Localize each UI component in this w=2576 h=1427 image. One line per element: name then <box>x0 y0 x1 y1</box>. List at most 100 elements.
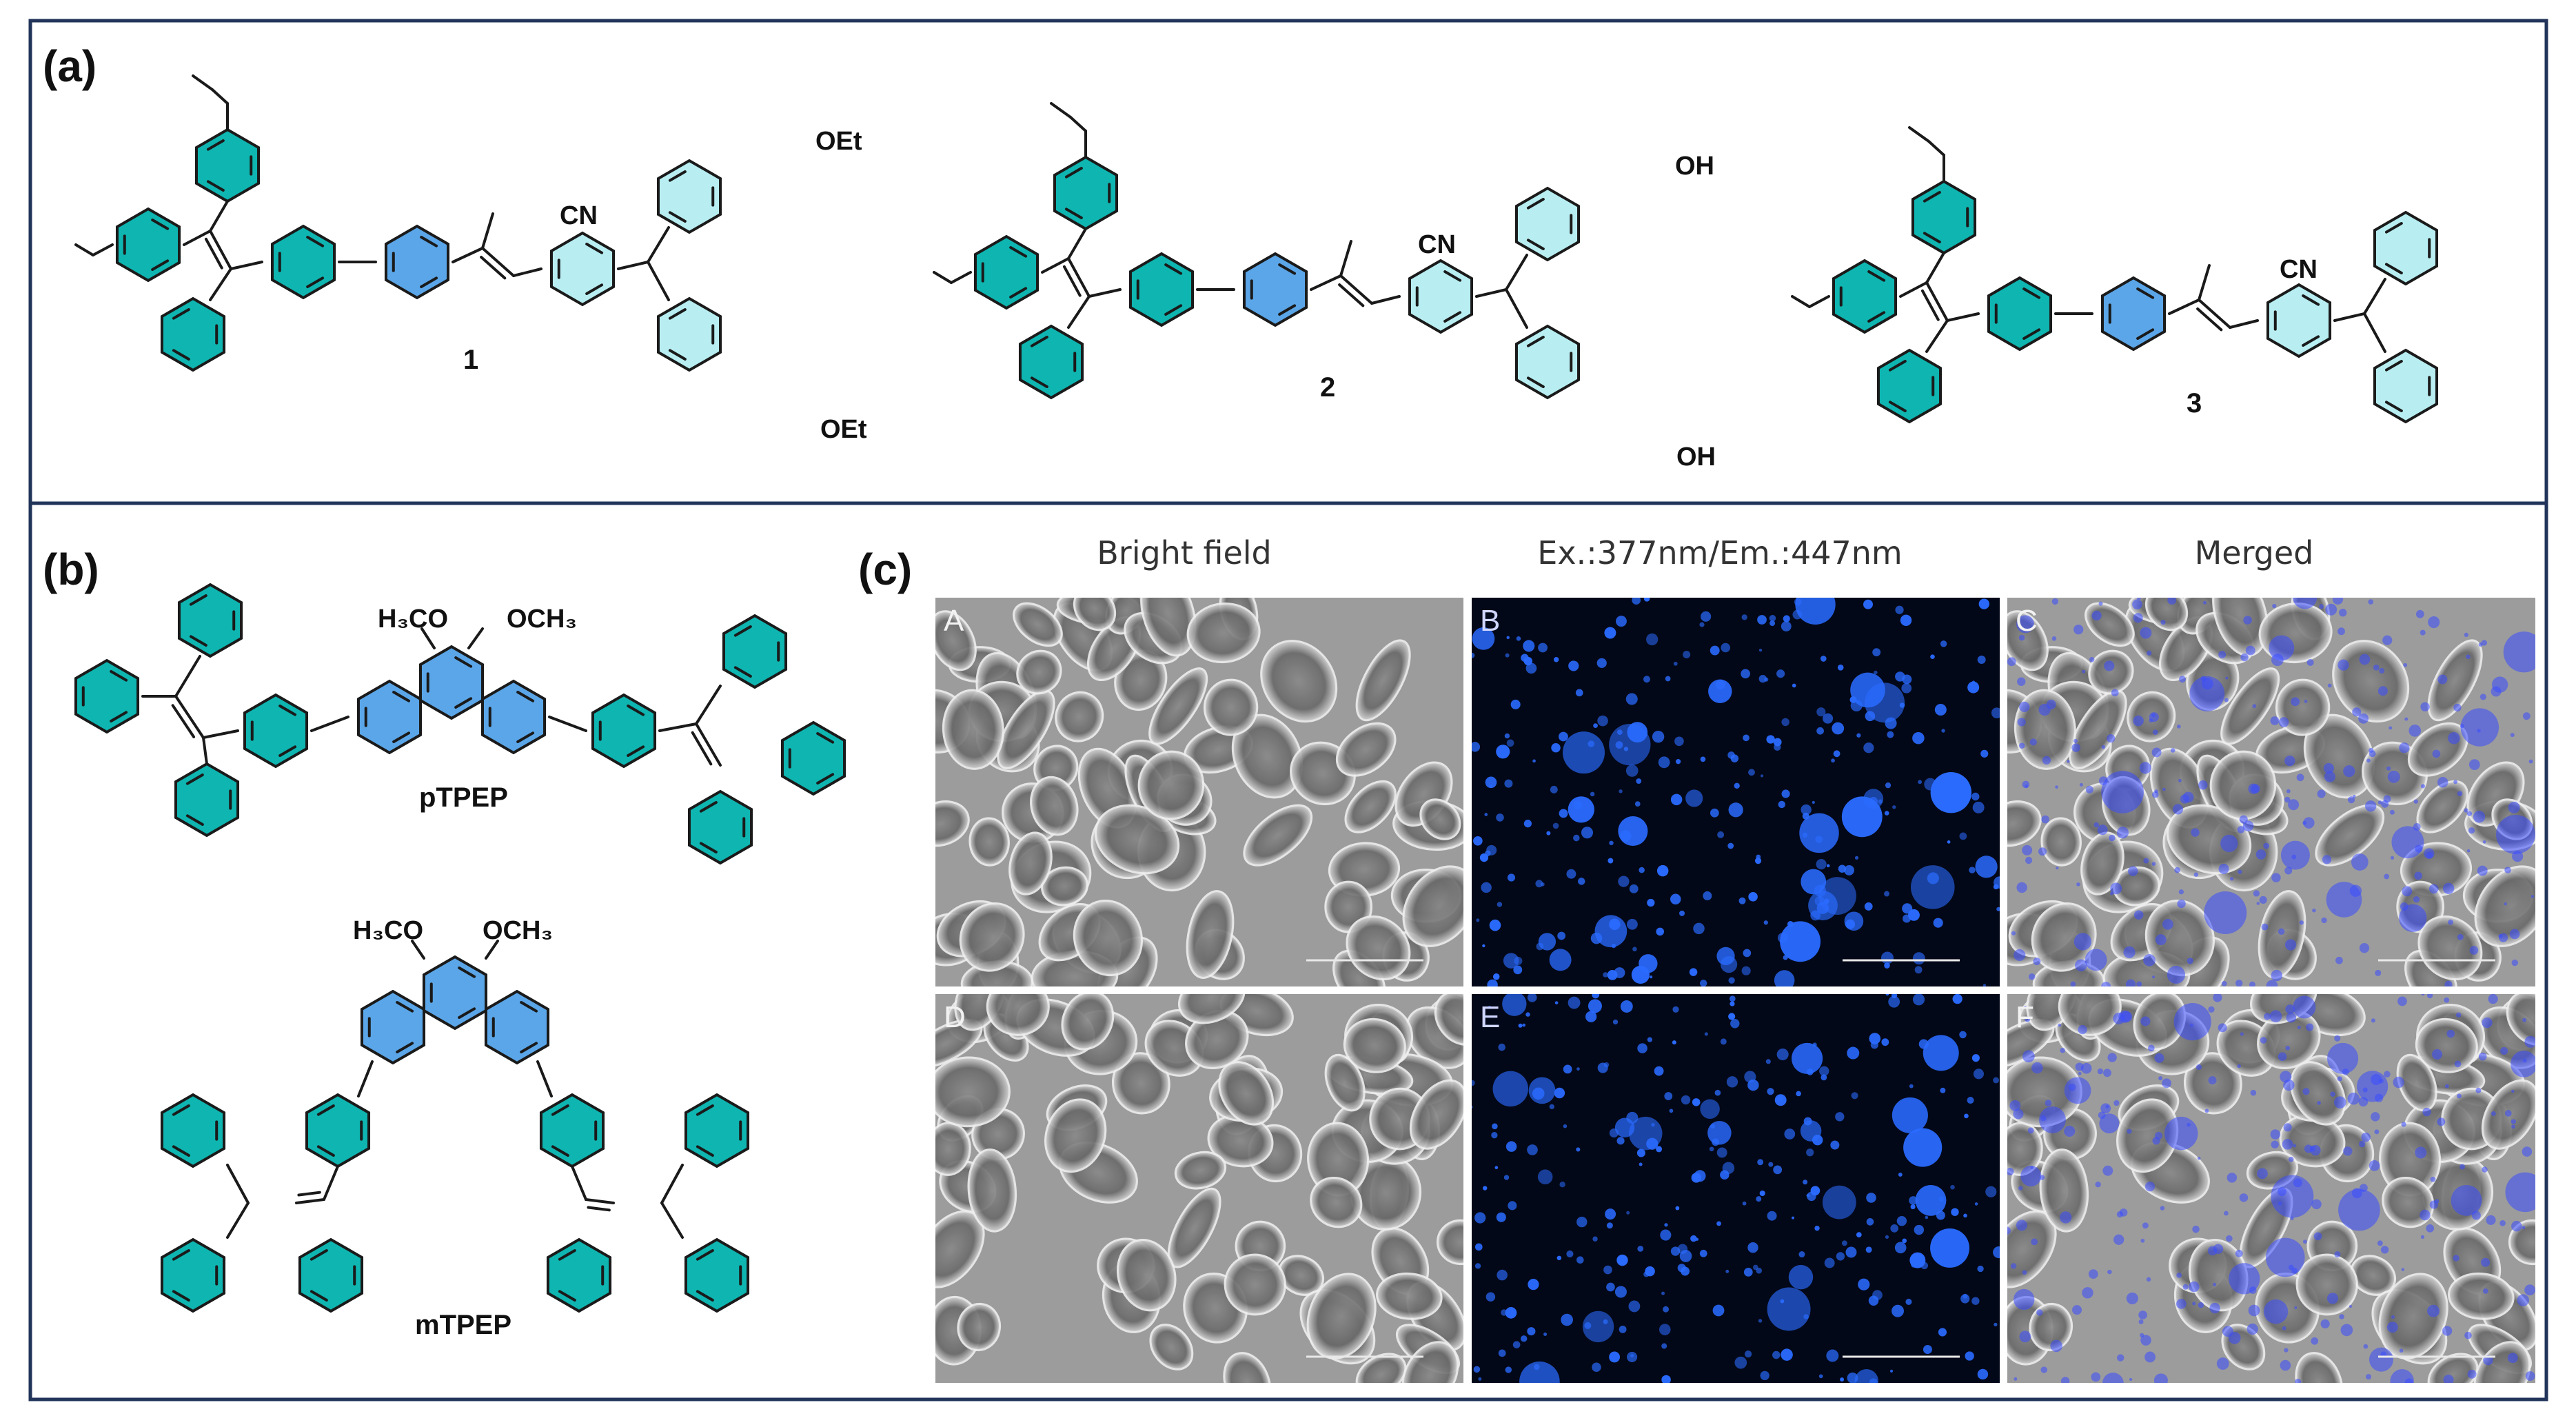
fluor-spot <box>2311 1199 2322 1210</box>
cell <box>1186 602 1261 664</box>
fluor-spot <box>2218 1023 2227 1033</box>
fluor-spot <box>2391 1315 2395 1319</box>
fluor-spot <box>1792 1216 1795 1219</box>
fluor-spot <box>2269 1010 2282 1023</box>
fluor-spot <box>2146 1277 2151 1282</box>
ring-double-bond <box>206 180 225 192</box>
fluor-spot <box>1710 808 1719 818</box>
fluor-spot <box>2127 1129 2132 1134</box>
fluor-spot <box>1619 1325 1627 1333</box>
fluor-spot <box>2340 1324 2353 1337</box>
fluor-spot <box>2224 698 2229 702</box>
fluor-spot <box>1744 1071 1756 1083</box>
fluor-spot <box>1881 1038 1889 1046</box>
ring-double-bond <box>1009 287 1028 298</box>
fluor-spot <box>2133 910 2144 920</box>
fluor-spot <box>1863 599 1873 609</box>
tile-content <box>934 596 1465 988</box>
fluor-spot <box>1792 1042 1823 1074</box>
tile-letter: C <box>2016 604 2038 638</box>
fluor-spot <box>2455 1012 2462 1018</box>
fluor-spot <box>2358 713 2369 724</box>
fluor-spot <box>2504 1110 2512 1117</box>
mtpep-methoxy-left: H₃CO <box>353 916 423 945</box>
fluor-spot <box>2110 882 2122 895</box>
fluor-spot <box>2469 946 2479 955</box>
fluor-spot <box>1934 703 1947 716</box>
fluor-spot <box>2337 659 2349 671</box>
fluor-spot <box>1522 1023 1526 1027</box>
benzene-ring <box>1408 259 1474 334</box>
fluor-spot <box>1821 1074 1827 1081</box>
tile-letter: B <box>1480 604 1500 638</box>
fluor-spot <box>2031 1238 2038 1246</box>
fluor-spot <box>1914 966 1923 974</box>
fluor-spot <box>2468 759 2480 770</box>
ring-double-bond <box>396 1001 414 1013</box>
fluor-spot <box>2369 1160 2380 1171</box>
fluor-spot <box>2404 717 2408 721</box>
fluor-spot <box>1596 658 1607 668</box>
fluor-spot <box>1772 1350 1781 1359</box>
cell <box>1434 993 1465 1046</box>
fluor-spot <box>1923 1035 1959 1071</box>
fluor-spot <box>2189 676 2225 711</box>
benzene-ring <box>360 989 426 1065</box>
fluor-spot <box>1549 1104 1554 1110</box>
fluor-spot <box>1654 1066 1664 1076</box>
bond <box>1067 227 1087 260</box>
fluor-spot <box>2198 780 2208 790</box>
fluor-spot <box>1831 758 1835 763</box>
microscopy-tile-f: F <box>2005 991 2538 1386</box>
fluor-spot <box>2491 676 2508 693</box>
fluor-spot <box>1778 800 1785 809</box>
fluor-spot <box>2017 677 2026 686</box>
compound-3-cn-label: CN <box>2280 255 2318 284</box>
bond <box>536 1060 553 1097</box>
fluor-spot <box>1845 1246 1857 1258</box>
fluor-spot <box>2189 1281 2200 1293</box>
fluor-spot <box>2464 632 2468 638</box>
fluor-spot <box>2202 600 2207 605</box>
fluor-spot <box>2467 1369 2477 1379</box>
ring-double-bond <box>420 236 438 247</box>
fluor-spot <box>1566 1250 1574 1258</box>
fluor-spot <box>1637 1246 1644 1252</box>
fluor-spot <box>1918 780 1923 785</box>
fluor-spot <box>2369 1347 2393 1372</box>
fluor-spot <box>1865 1246 1872 1253</box>
fluor-spot <box>1614 1286 1627 1298</box>
fluor-spot <box>2339 1314 2344 1319</box>
fluor-spot <box>1816 727 1824 735</box>
fluor-spot <box>1566 869 1576 879</box>
fluor-spot <box>1951 1208 1959 1216</box>
fluor-spot <box>2357 1071 2389 1102</box>
fluor-spot <box>1781 621 1792 631</box>
cell <box>1402 865 1465 947</box>
fluor-spot <box>2448 731 2460 745</box>
fluor-spot <box>1690 1235 1697 1242</box>
fluor-spot <box>2208 1076 2217 1085</box>
fluor-spot <box>1757 1159 1764 1166</box>
fluor-spot <box>1759 1190 1765 1197</box>
ring-double-bond <box>2022 287 2041 299</box>
fluor-spot <box>1892 1097 1928 1133</box>
fluor-spot <box>2334 1035 2341 1042</box>
fluor-spot <box>2509 929 2520 940</box>
fluor-spot <box>1611 943 1616 949</box>
fluor-spot <box>2252 704 2257 709</box>
fluor-spot <box>2227 1173 2238 1183</box>
fluor-spot <box>1894 1242 1907 1254</box>
fluor-spot <box>2371 1073 2382 1086</box>
fluor-spot <box>2415 1146 2427 1159</box>
fluor-spot <box>2103 1069 2111 1077</box>
fluor-spot <box>2321 917 2327 924</box>
fluor-spot <box>2505 1172 2537 1213</box>
fluor-spot <box>2265 1237 2305 1277</box>
fluor-spot <box>1783 615 1790 623</box>
fluor-spot <box>2060 1377 2070 1384</box>
fluor-spot <box>2259 895 2267 904</box>
fluor-spot <box>2464 1331 2472 1339</box>
fluor-spot <box>1807 1191 1816 1202</box>
